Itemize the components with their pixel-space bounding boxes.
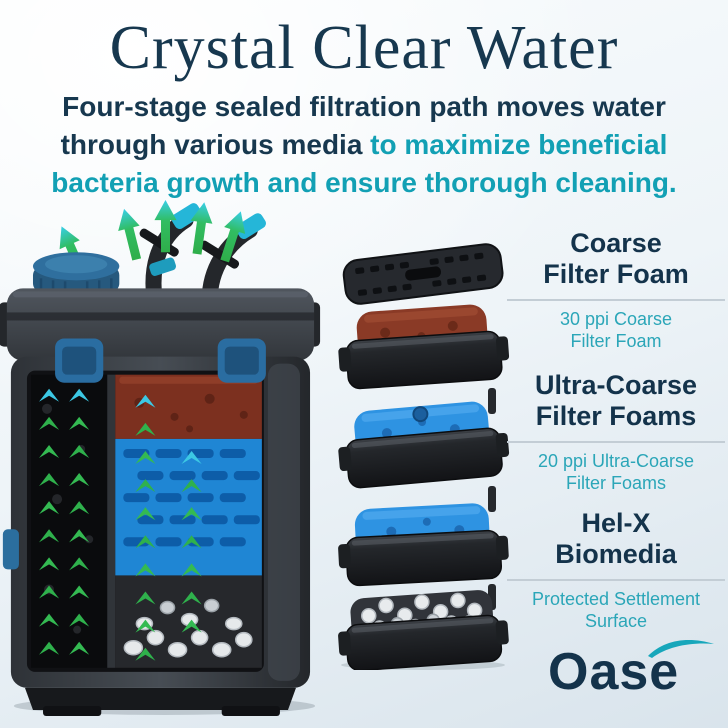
filter-head (0, 288, 321, 361)
subtitle-line-3: bacteria growth and ensure thorough clea… (51, 167, 677, 198)
oase-swoosh-icon (648, 640, 714, 658)
media-black-column (30, 374, 116, 668)
tray-hook-icon (488, 388, 496, 414)
tray-ultra-coarse-foam-2 (338, 503, 509, 587)
oase-logo: Oase (548, 638, 726, 710)
pump-cap (32, 252, 120, 294)
media-biomedia (115, 575, 262, 668)
media-divider-wall (107, 374, 116, 668)
tray-biomedia (338, 590, 509, 670)
callout-divider (507, 441, 725, 443)
tray-coarse-foam (338, 304, 510, 390)
lid-clamps (55, 338, 266, 383)
callout-divider (507, 299, 725, 301)
callout-divider (507, 579, 725, 581)
lid-handle-icon (405, 266, 442, 281)
media-tray-stack-illustration (338, 243, 510, 670)
tray-ultra-coarse-foam-1 (338, 401, 510, 489)
subtitle: Four-stage sealed filtration path moves … (0, 88, 728, 202)
foam-knob-icon (412, 406, 429, 423)
page-title: Crystal Clear Water (109, 14, 619, 82)
media-blue-foam (115, 438, 262, 576)
filter-base (24, 687, 296, 716)
tray-hook-icon (488, 486, 496, 512)
tray-lid (342, 243, 504, 305)
media-red-foam (115, 374, 262, 439)
canister-filter-illustration (0, 200, 321, 716)
subtitle-line-2: through various media to maximize benefi… (60, 129, 668, 160)
side-clip-icon (2, 529, 19, 570)
subtitle-line-1: Four-stage sealed filtration path moves … (62, 91, 666, 122)
